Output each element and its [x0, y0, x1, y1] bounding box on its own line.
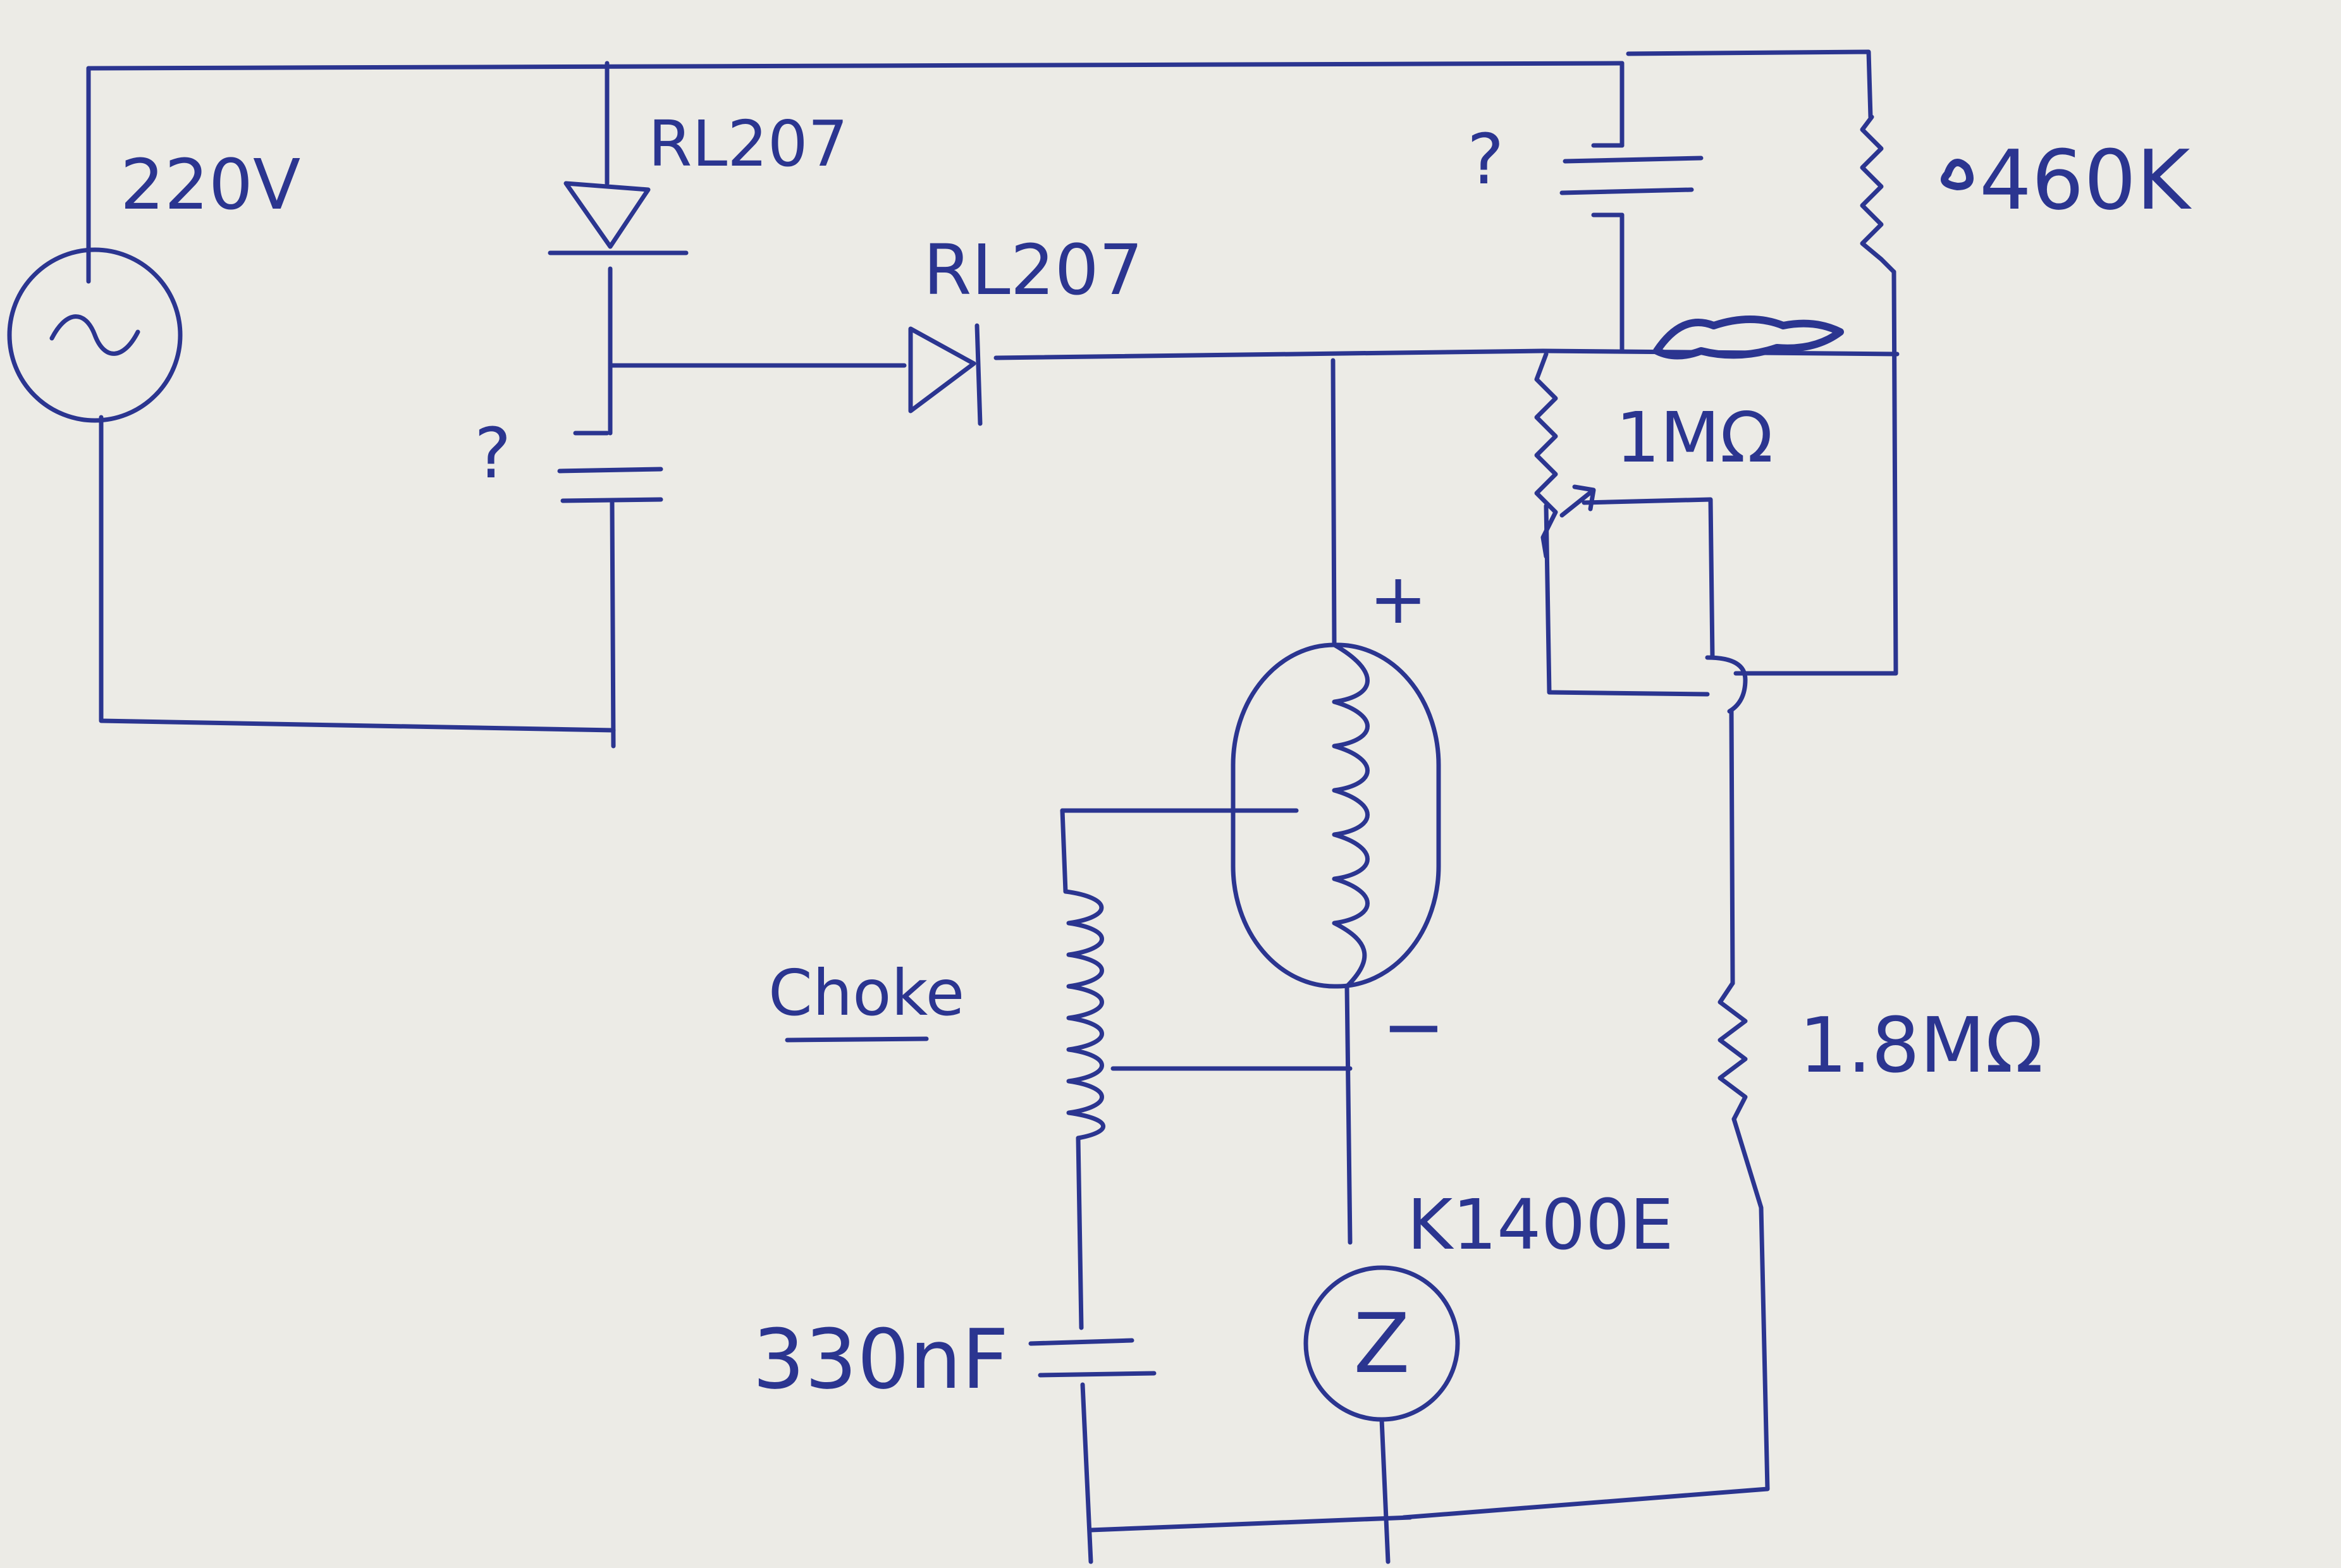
zener-letter: Z [1353, 1295, 1410, 1392]
scribble-over-junction [1653, 315, 1844, 360]
ac-source [7, 247, 183, 423]
wire-cap-bottom [1080, 1382, 1093, 1564]
diode-mid-label: RL207 [923, 230, 1143, 310]
capacitor-330nf-plate-bottom [1038, 1371, 1157, 1378]
resistor-bottom-label: 1.8MΩ [1799, 1002, 2043, 1090]
zener-k1400e [1303, 1265, 1460, 1422]
wire-bottom [1088, 1515, 1413, 1533]
diode-top-label: RL207 [648, 107, 848, 181]
resistor-top-label: 460K [1979, 132, 2192, 228]
source-voltage-label: 220V [120, 144, 300, 225]
wire-choke-left [1060, 808, 1068, 894]
tube-coil [1332, 642, 1370, 989]
choke-label: Choke [768, 956, 964, 1030]
wire-right-down-2 [1401, 1117, 1770, 1520]
resistor-460k [1860, 114, 1896, 274]
scribble-blot [1941, 159, 1974, 190]
capacitor-330nf-plate-top [1028, 1338, 1134, 1346]
potentiometer-label: 1MΩ [1616, 397, 1773, 478]
wire-top-right [1626, 49, 1873, 119]
capacitor-right-plate-top [1563, 156, 1704, 164]
potentiometer-wiper-arrow [1559, 484, 1596, 518]
wire-source-bottom [99, 415, 616, 733]
sine-wave-icon [49, 314, 140, 356]
capacitor-left-plate-bottom [560, 497, 663, 503]
wire-pot-jumper [1705, 655, 1748, 714]
diode-mid-bar [974, 323, 983, 426]
wire-right-vertical [1733, 269, 1898, 676]
wire-pot-loop [1544, 503, 1710, 697]
tube-minus-label: − [1382, 983, 1446, 1071]
wire-tube-plus [1330, 358, 1337, 647]
diode-mid-symbol [908, 326, 976, 413]
potentiometer-1mohm [1534, 352, 1558, 559]
resistor-1-8mohm [1717, 981, 1748, 1122]
wire-top [86, 61, 1625, 71]
wire-middle-2 [993, 348, 1900, 360]
wire-pot-wiper [1582, 497, 1715, 660]
capacitor-right-leads [1591, 143, 1625, 217]
capacitor-left-label: ? [474, 413, 511, 494]
tube-plus-label: + [1369, 558, 1427, 639]
zener-label: K1400E [1407, 1184, 1674, 1265]
wire-choke-bottom [1076, 1136, 1084, 1330]
wire-zener-bottom [1379, 1417, 1391, 1564]
diode-top-symbol [563, 181, 651, 249]
capacitor-right-plate-bottom [1559, 187, 1694, 195]
choke-coil [1063, 889, 1105, 1141]
capacitor-right-label: ? [1467, 119, 1504, 200]
capacitor-left-plate-top [557, 467, 663, 474]
wire-tube-minus [1344, 984, 1353, 1245]
wire-right-down [1729, 709, 1735, 986]
wire-left-branch-3 [610, 500, 616, 749]
choke-label-underline [785, 1036, 929, 1043]
tube-envelope [1231, 642, 1441, 989]
capacitor-bottom-label: 330nF [753, 1311, 1009, 1407]
